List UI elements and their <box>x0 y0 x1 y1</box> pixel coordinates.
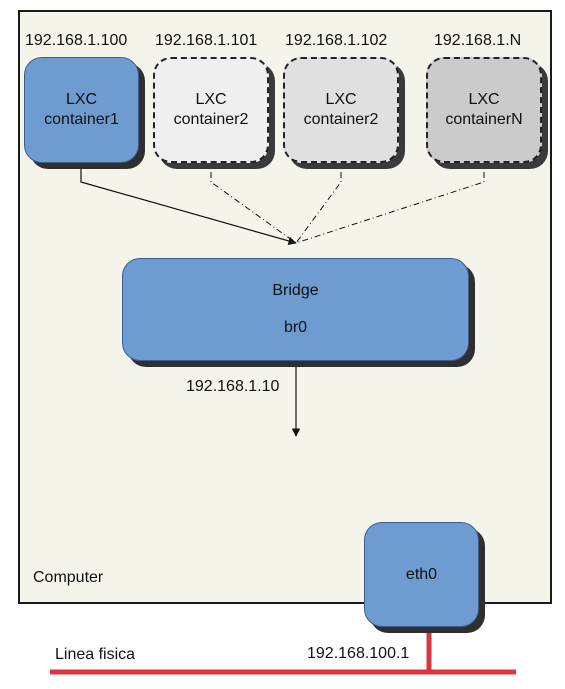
container2-ip: 192.168.1.101 <box>155 32 258 49</box>
link-container1-bridge <box>80 163 297 245</box>
containerN-ip: 192.168.1.N <box>434 32 522 49</box>
container2-type: LXC <box>195 91 227 108</box>
container3-name: container2 <box>303 111 379 128</box>
container1-ip: 192.168.1.100 <box>25 32 128 49</box>
physical-line-label: Linea fisica <box>55 646 136 663</box>
containerN-name: containerN <box>445 111 523 128</box>
bridge-name: br0 <box>283 318 308 336</box>
eth0-node: eth0 <box>364 522 479 627</box>
eth0-ip: 192.168.100.1 <box>307 645 410 662</box>
lxc-containerN-node: LXC containerN <box>426 57 542 163</box>
bridge-node: Bridge br0 <box>122 258 469 361</box>
lxc-container1-node: LXC container1 <box>24 57 139 163</box>
container2-name: container2 <box>173 111 249 128</box>
lxc-container3-node: LXC container2 <box>283 57 399 163</box>
link-containerN-bridge <box>295 172 485 244</box>
eth0-name: eth0 <box>405 565 438 583</box>
containerN-type: LXC <box>468 91 500 108</box>
container3-ip: 192.168.1.102 <box>285 32 388 49</box>
computer-label: Computer <box>33 569 104 586</box>
container1-name: container1 <box>44 111 119 128</box>
bridge-ip: 192.168.1.10 <box>186 378 280 395</box>
container3-type: LXC <box>325 91 357 108</box>
link-container3-bridge <box>295 172 342 244</box>
link-container2-bridge <box>210 172 297 244</box>
container1-type: LXC <box>65 91 98 108</box>
bridge-title: Bridge <box>272 282 319 300</box>
lxc-container2-node: LXC container2 <box>153 57 269 163</box>
